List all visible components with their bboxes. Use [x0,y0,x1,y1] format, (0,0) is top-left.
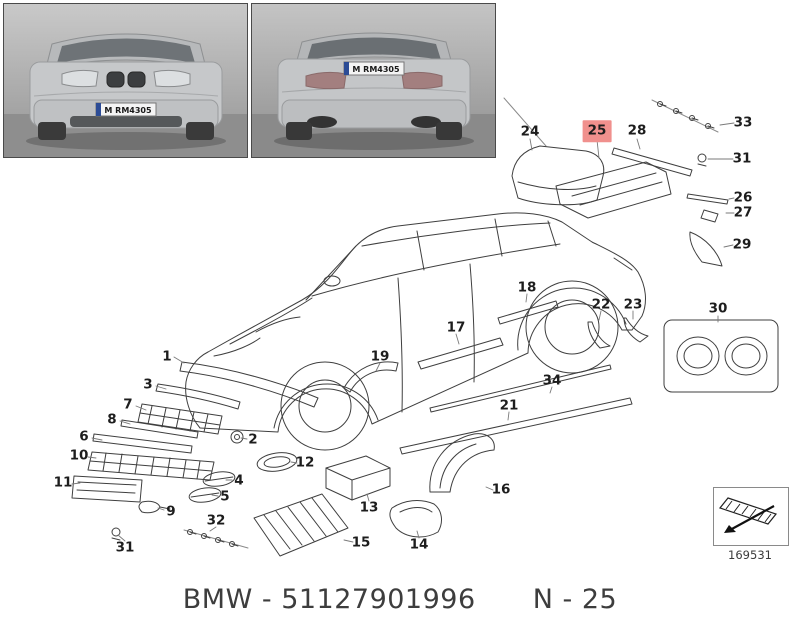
part-32-fastener-set [183,529,249,549]
callout-23[interactable]: 23 [623,296,643,313]
part-17-moulding [417,337,504,370]
part-7-center-grille [137,403,223,435]
part-3-strip [155,383,241,410]
part-14-liner [389,500,442,538]
callout-31-top[interactable]: 31 [732,150,752,167]
part-26-strip [686,193,729,205]
part-27-clip [700,209,719,223]
callout-31-bottom[interactable]: 31 [115,539,135,556]
callout-2[interactable]: 2 [248,431,258,448]
part-2-cap [230,430,244,444]
callout-7[interactable]: 7 [123,396,133,413]
rear-plate: M RM4305 [352,65,400,74]
callout-11[interactable]: 11 [53,474,73,491]
callout-27[interactable]: 27 [733,204,753,221]
part-31-grommet-bottom [111,527,121,541]
diagram-number: 169531 [728,548,772,562]
part-6-strip [92,433,193,454]
callout-18[interactable]: 18 [517,279,537,296]
callout-22[interactable]: 22 [591,296,611,313]
callout-25-highlighted[interactable]: 25 [582,120,612,142]
part-31-grommet-top [697,153,707,167]
callout-30[interactable]: 30 [708,300,728,317]
part-24-rear-bumper [511,145,605,206]
part-23-flap [623,317,649,343]
callout-13[interactable]: 13 [359,499,379,516]
part-4-grille [202,471,236,487]
part-10-lower-grille [87,451,215,481]
leader-lines [71,122,735,543]
callout-3[interactable]: 3 [143,376,153,393]
part-33-fastener-set [651,99,719,133]
callout-9[interactable]: 9 [166,503,176,520]
callout-28[interactable]: 28 [627,122,647,139]
callout-19[interactable]: 19 [370,348,390,365]
rear-photo: M RM4305 [251,3,496,158]
callout-21[interactable]: 21 [499,397,519,414]
part-8-strip [120,419,199,439]
part-34-strip [429,364,612,413]
callout-17[interactable]: 17 [446,319,466,336]
front-plate: M RM4305 [104,106,152,115]
callout-1[interactable]: 1 [162,348,172,365]
part-30-exhaust-trims [663,319,779,393]
callout-12[interactable]: 12 [295,454,315,471]
callout-29[interactable]: 29 [732,236,752,253]
part-1-spoiler-lip [179,361,319,408]
spoiler-thumbnail-icon [718,497,778,533]
rear-photo-art: M RM4305 [252,4,495,157]
callout-24[interactable]: 24 [520,123,540,140]
part-16-wheel-arch-liner [429,433,495,493]
part-5-grille [188,487,222,503]
part-11-plate-filler [71,475,143,503]
part-28-trim-strip [611,147,693,177]
part-29-corner-trim [689,231,723,267]
callout-32[interactable]: 32 [206,512,226,529]
callout-6[interactable]: 6 [79,428,89,445]
callout-16[interactable]: 16 [491,481,511,498]
callout-15[interactable]: 15 [351,534,371,551]
part-25-diffuser [555,161,672,219]
front-photo-art: M RM4305 [4,4,247,157]
part-22-flap [587,321,611,349]
callout-4[interactable]: 4 [234,472,244,489]
callout-14[interactable]: 14 [409,536,429,553]
footer-part-number: BMW - 51127901996 [182,584,476,615]
reference-photos: M RM4305 [3,3,496,158]
footer-bar: BMW - 51127901996 N - 25 [0,584,800,615]
callout-5[interactable]: 5 [220,488,230,505]
callout-34[interactable]: 34 [542,372,562,389]
callout-33[interactable]: 33 [733,114,753,131]
part-13-bracket [325,455,391,501]
diagram-thumbnail-box[interactable] [713,487,789,546]
part-19-arch-flare [343,361,399,393]
front-photo: M RM4305 [3,3,248,158]
part-15-underbody-shield [253,493,349,557]
callout-10[interactable]: 10 [69,447,89,464]
part-12-trim-ring [256,452,298,472]
callout-26[interactable]: 26 [733,189,753,206]
footer-page-ref: N - 25 [532,584,618,615]
part-18-moulding [497,300,559,325]
callout-8[interactable]: 8 [107,411,117,428]
